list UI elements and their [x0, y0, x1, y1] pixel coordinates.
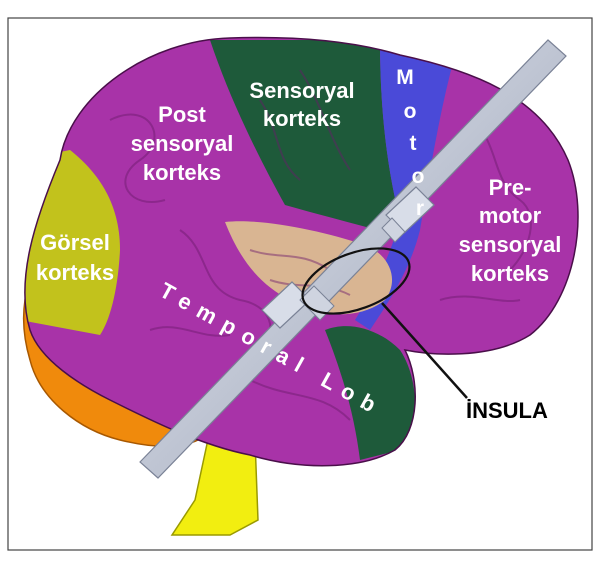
premotor-label-line4: korteks [471, 261, 549, 286]
sensory-label-line2: korteks [263, 106, 341, 131]
post-label-line1: Post [158, 102, 206, 127]
motor-letter-2: o [404, 100, 417, 123]
motor-letter-4: o [412, 165, 425, 188]
premotor-label-line1: Pre- [489, 175, 532, 200]
motor-letter-1: M [396, 66, 414, 89]
visual-label-line2: korteks [36, 260, 114, 285]
motor-letter-3: t [410, 132, 417, 155]
premotor-label-line3: sensoryal [459, 232, 562, 257]
post-label-line3: korteks [143, 160, 221, 185]
insula-label: İNSULA [466, 398, 548, 423]
post-label-line2: sensoryal [131, 131, 234, 156]
visual-label-line1: Görsel [40, 230, 110, 255]
premotor-label-line2: motor [479, 203, 542, 228]
motor-letter-5: r [416, 197, 424, 220]
sensory-label-line1: Sensoryal [249, 78, 354, 103]
